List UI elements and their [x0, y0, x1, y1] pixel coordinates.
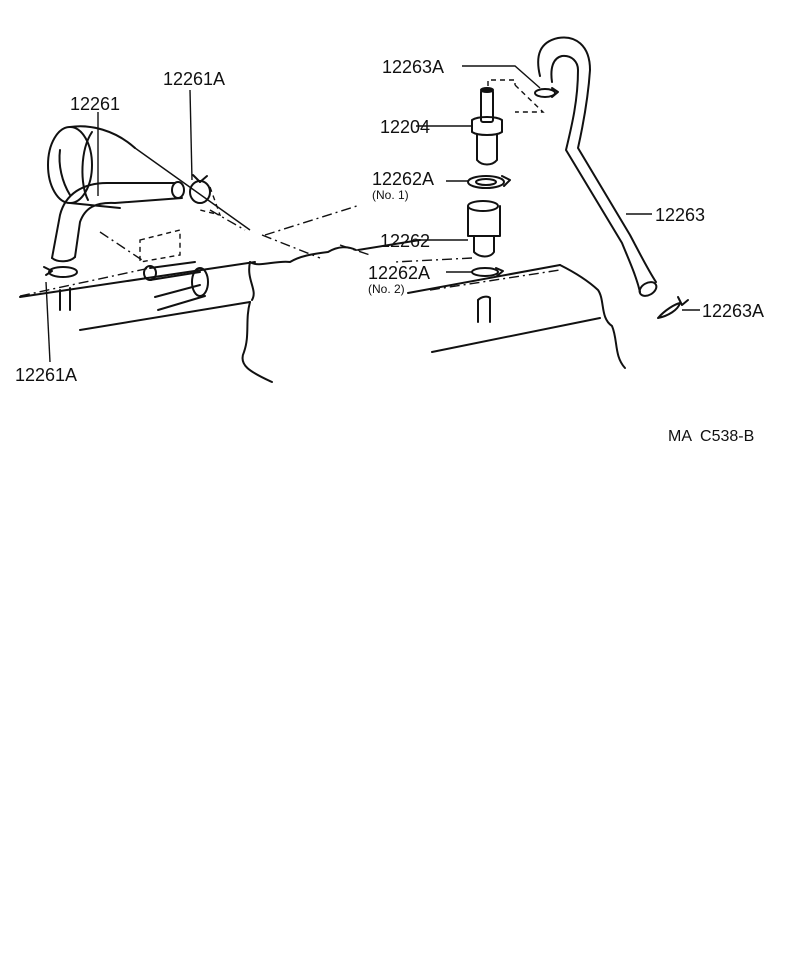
label-12262: 12262 [380, 231, 430, 251]
engine-block-outline [19, 239, 626, 383]
label-12262A-no2: 12262A [368, 263, 430, 283]
label-12263A-right: 12263A [702, 301, 764, 321]
assembly-lines-left [19, 147, 361, 297]
label-12261A-bottom: 12261A [15, 365, 77, 385]
label-12204: 12204 [380, 117, 430, 137]
leader-lines [45, 65, 700, 363]
label-12261A-top: 12261A [163, 69, 225, 89]
label-12262A-no1-sub: (No. 1) [372, 188, 409, 202]
pcv-nipple-center [477, 295, 491, 323]
label-12263A-top: 12263A [382, 57, 444, 77]
pcv-valve-12204 [471, 87, 503, 166]
pcv-nipple-left [59, 261, 209, 311]
clamp-12261A-top [189, 174, 211, 204]
label-12262A-no2-sub: (No. 2) [368, 282, 405, 296]
clamp-12263A-right [657, 296, 689, 319]
label-12261: 12261 [70, 94, 120, 114]
hose-12263 [537, 36, 658, 297]
assembly-lines-center [339, 79, 561, 291]
figure-code: MA C538-B [668, 428, 754, 445]
grommet-12262A-no2 [471, 267, 504, 277]
hose-12261 [51, 181, 185, 263]
grommet-12262A-no1 [467, 175, 511, 189]
air-cleaner-housing [47, 125, 136, 209]
label-12262A-no1: 12262A [372, 169, 434, 189]
part-labels: 12261 12261A 12261A 12263A 12204 12262A … [15, 57, 764, 385]
label-12263: 12263 [655, 205, 705, 225]
clamp-12261A-bottom [43, 266, 78, 278]
clamp-12263A-top [534, 87, 559, 98]
grommet-12262 [467, 200, 501, 258]
